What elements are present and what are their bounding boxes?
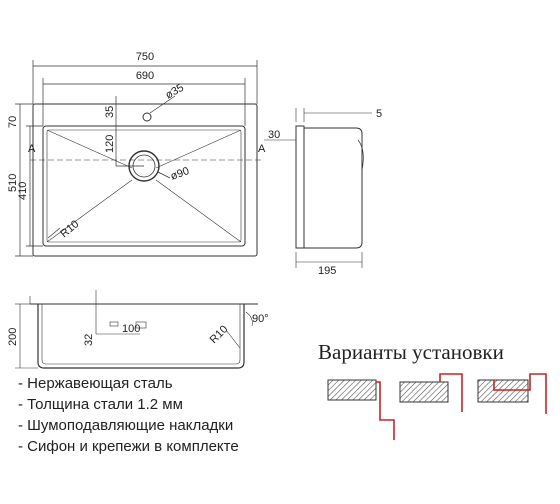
dim-35: 35 — [104, 106, 116, 118]
dim-200: 200 — [7, 328, 19, 346]
side-view — [264, 108, 372, 268]
install-variant-1 — [327, 379, 395, 440]
sink-bowl-outline — [42, 125, 246, 247]
dim-r10-top: R10 — [58, 218, 81, 240]
dim-100: 100 — [122, 323, 140, 335]
dim-32: 32 — [83, 334, 95, 346]
dim-510: 510 — [7, 174, 19, 192]
feature-item: - Толщина стали 1.2 мм — [18, 396, 183, 413]
install-variants — [327, 373, 547, 440]
side-flange — [295, 125, 305, 249]
dim-angle: 90° — [252, 313, 269, 325]
dim-r10-bottom: R10 — [208, 323, 231, 346]
dim-70: 70 — [7, 116, 19, 128]
feature-item: - Шумоподавляющие накладки — [18, 417, 234, 434]
dim-35-diameter: ø35 — [164, 82, 186, 102]
dim-410: 410 — [17, 182, 29, 200]
install-variant-2 — [399, 373, 463, 412]
dim-120: 120 — [104, 135, 116, 153]
faucet-hole — [142, 112, 152, 122]
dim-90-diameter: ø90 — [169, 165, 191, 183]
feature-item: - Нержавеющая сталь — [18, 375, 173, 392]
top-dimension-lines — [15, 60, 258, 257]
section-marker-right: A — [258, 143, 266, 155]
dim-195: 195 — [318, 265, 336, 277]
dim-5: 5 — [376, 108, 382, 120]
install-variant-3 — [477, 373, 547, 414]
dim-690: 690 — [136, 70, 154, 82]
front-section — [15, 290, 258, 369]
sink-outer-outline — [32, 103, 258, 257]
dim-30: 30 — [268, 129, 280, 141]
dimension-labels: 750 690 ø35 70 35 120 510 410 ø90 R10 30… — [7, 51, 382, 346]
top-view — [30, 103, 262, 257]
dim-750: 750 — [136, 51, 154, 63]
feature-item: - Сифон и крепежи в комплекте — [18, 438, 239, 455]
install-title: Варианты установки — [318, 340, 504, 364]
section-marker-left: A — [28, 143, 36, 155]
